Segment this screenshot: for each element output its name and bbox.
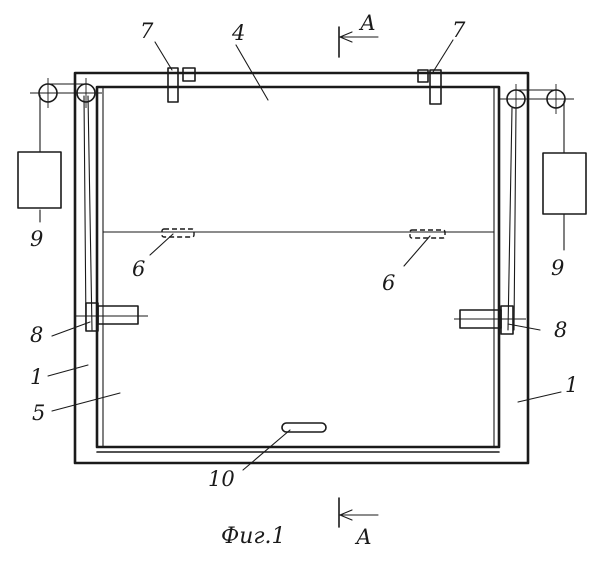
label-weight-right: 9	[551, 256, 564, 280]
section-marker-bottom	[338, 497, 379, 528]
counterweight-right	[542, 152, 587, 215]
side-guides	[83, 95, 517, 331]
figure-caption: Фиг.1	[221, 524, 286, 549]
section-marker-top	[338, 26, 379, 58]
panel-divider	[102, 86, 495, 448]
label-pin-left: 8	[30, 323, 43, 347]
label-weight-left: 9	[30, 227, 43, 251]
label-frame-right: 1	[565, 373, 578, 397]
clamp-right	[417, 69, 442, 105]
pulley-right	[498, 84, 574, 114]
pulley-left	[30, 78, 102, 108]
label-latch-right: 6	[382, 271, 395, 295]
label-frame-left: 1	[30, 365, 43, 389]
label-pin-right: 8	[554, 318, 567, 342]
outer-frame	[73, 71, 530, 465]
clamp-left	[167, 67, 196, 103]
leader-lines	[39, 39, 565, 471]
section-label-top: А	[358, 11, 376, 35]
label-clamp-right: 7	[452, 18, 466, 42]
pin-right	[454, 305, 526, 335]
ropes	[39, 94, 565, 154]
section-label-bottom: А	[354, 525, 372, 549]
counterweight-left	[17, 151, 62, 209]
latch-left	[161, 228, 195, 238]
label-clamp-left: 7	[140, 19, 154, 43]
pin-left	[76, 302, 148, 332]
label-latch-left: 6	[132, 257, 145, 281]
label-handle: 10	[208, 467, 235, 491]
latch-right	[409, 229, 446, 239]
label-upper-panel: 4	[231, 21, 245, 45]
handle	[281, 422, 327, 433]
label-lower-panel: 5	[32, 401, 45, 425]
